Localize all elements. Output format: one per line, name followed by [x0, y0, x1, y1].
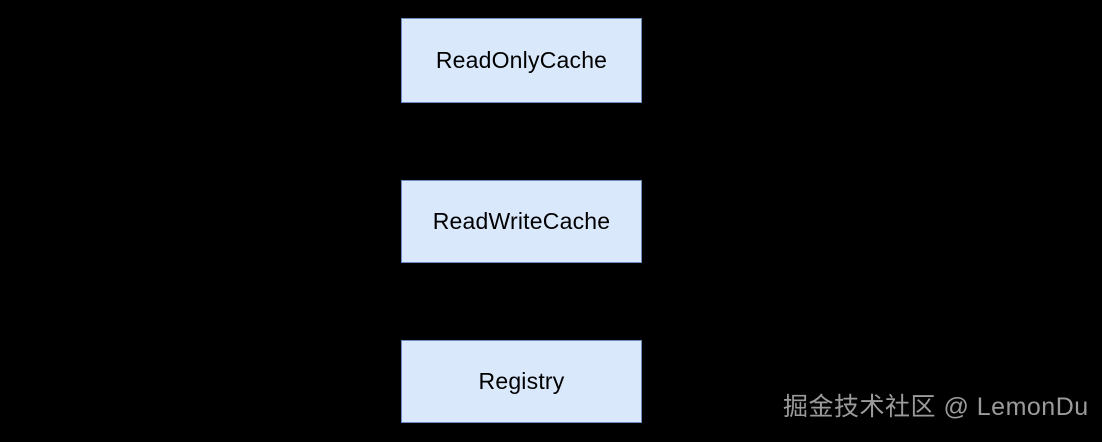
edge-readwritecache-to-registry: [520, 263, 522, 340]
edge-readonlycache-to-readwritecache: [520, 103, 522, 180]
watermark: 掘金技术社区 @ LemonDu: [783, 393, 1089, 421]
node-readwritecache[interactable]: ReadWriteCache: [401, 180, 642, 263]
node-readwritecache-label: ReadWriteCache: [432, 208, 611, 234]
node-readonlycache[interactable]: ReadOnlyCache: [401, 18, 642, 103]
node-readonlycache-label: ReadOnlyCache: [435, 47, 608, 73]
node-registry[interactable]: Registry: [401, 340, 642, 423]
node-registry-label: Registry: [478, 368, 565, 394]
